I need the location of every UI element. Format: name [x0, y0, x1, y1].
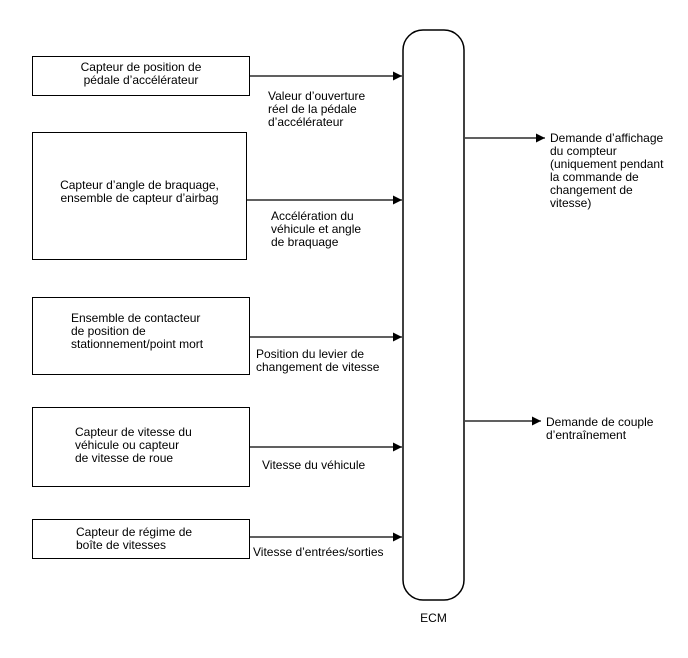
input-box-accelerator-pedal-sensor: Capteur de position de pédale d’accéléra… — [32, 56, 250, 96]
input-box-transmission-speed-sensor: Capteur de régime de boîte de vitesses — [32, 519, 250, 559]
signal-label-vehicle-speed: Vitesse du véhicule — [262, 458, 366, 472]
input-box-label: Capteur de position de pédale d’accéléra… — [80, 60, 202, 87]
ecm-block — [402, 29, 465, 601]
input-box-steering-angle-sensor: Capteur d’angle de braquage, ensemble de… — [32, 132, 247, 260]
ecm-label: ECM — [420, 611, 447, 625]
output-label-meter-display-request: Demande d’affichage du compteur (uniquem… — [550, 131, 664, 210]
input-box-label: Ensemble de contacteur de position de st… — [71, 311, 204, 351]
input-box-label: Capteur d’angle de braquage, ensemble de… — [60, 178, 219, 205]
signal-label-acceleration-steering: Accélération du véhicule et angle de bra… — [271, 209, 362, 249]
signal-label-shift-lever-position: Position du levier de changement de vite… — [256, 347, 380, 374]
signal-label-input-output-speed: Vitesse d’entrées/sorties — [253, 545, 384, 559]
input-box-park-neutral-switch: Ensemble de contacteur de position de st… — [32, 297, 250, 375]
input-box-label: Capteur de régime de boîte de vitesses — [76, 525, 193, 552]
input-box-vehicle-speed-sensor: Capteur de vitesse du véhicule ou capteu… — [32, 407, 250, 487]
signal-label-pedal-opening: Valeur d’ouverture réel de la pédale d’a… — [268, 89, 366, 129]
input-box-label: Capteur de vitesse du véhicule ou capteu… — [75, 425, 192, 465]
output-label-drive-torque-request: Demande de couple d’entraînement — [546, 415, 654, 442]
